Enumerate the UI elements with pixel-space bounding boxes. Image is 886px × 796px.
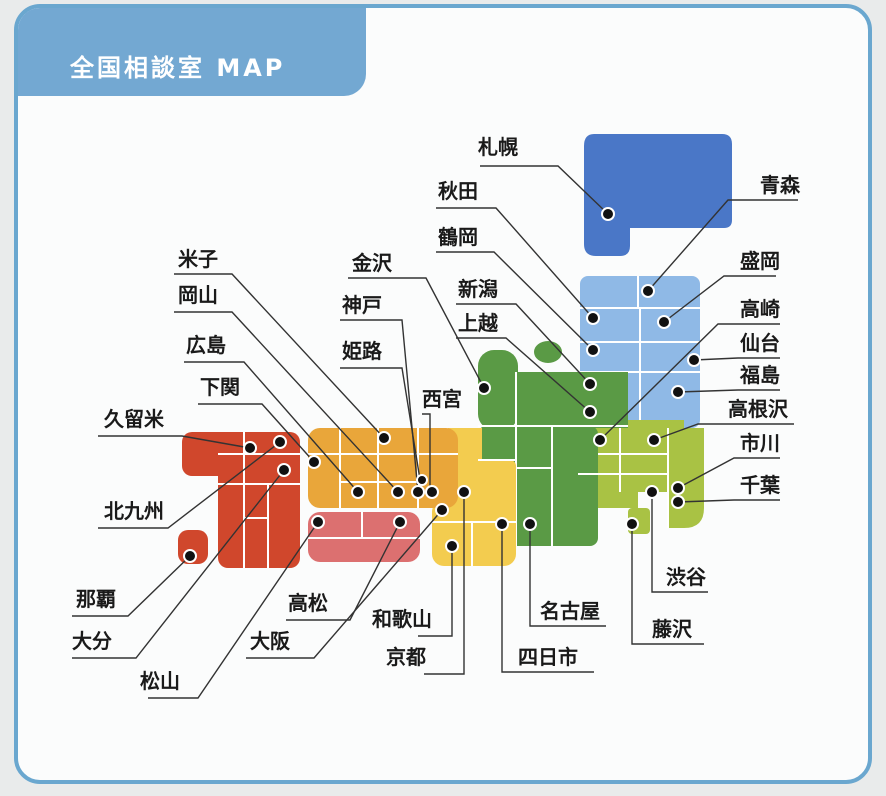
city-label-niigata: 新潟 — [458, 277, 498, 301]
city-label-aomori: 青森 — [760, 173, 801, 197]
city-label-takamatsu: 高松 — [288, 591, 328, 615]
city-label-joetsu: 上越 — [458, 311, 499, 335]
city-label-nagoya: 名古屋 — [540, 599, 600, 623]
city-label-takasaki: 高崎 — [740, 297, 780, 321]
city-label-morioka: 盛岡 — [740, 249, 780, 273]
city-label-kitakyushu: 北九州 — [104, 499, 164, 523]
page-title: 全国相談室 MAP — [70, 54, 286, 82]
title-tab: 全国相談室 MAP — [18, 8, 366, 96]
city-label-ichikawa: 市川 — [740, 431, 780, 455]
city-label-kyoto: 京都 — [386, 645, 426, 669]
city-label-fujisawa: 藤沢 — [651, 617, 693, 641]
city-label-kurume: 久留米 — [104, 407, 165, 431]
city-label-kobe: 神戸 — [342, 293, 382, 317]
map-panel: 全国相談室 MAP — [14, 4, 872, 784]
city-label-fukushima: 福島 — [739, 363, 780, 387]
city-label-yokkaichi: 四日市 — [518, 645, 578, 669]
region-chubu — [478, 341, 628, 546]
city-label-nishinomiya: 西宮 — [422, 387, 462, 411]
city-label-shimonoseki: 下関 — [200, 375, 240, 399]
city-label-naha: 那覇 — [76, 587, 116, 611]
city-label-shibuya: 渋谷 — [666, 565, 707, 589]
city-label-takanezawa: 高根沢 — [728, 397, 789, 421]
region-kyushu — [178, 432, 300, 568]
city-label-okayama: 岡山 — [178, 283, 218, 307]
city-label-yonago: 米子 — [178, 247, 218, 271]
city-label-osaka: 大阪 — [250, 629, 291, 653]
city-labels: 札幌 青森 秋田 鶴岡 盛岡 新潟 上越 高崎 仙台 福島 高根沢 市川 千葉 … — [72, 135, 801, 693]
region-hokkaido — [584, 134, 732, 256]
city-label-sendai: 仙台 — [740, 331, 780, 355]
city-label-matsuyama: 松山 — [140, 669, 180, 693]
city-label-kanazawa: 金沢 — [351, 251, 393, 275]
leader-lines — [72, 165, 798, 699]
city-label-wakayama: 和歌山 — [372, 607, 432, 631]
city-label-chiba: 千葉 — [740, 473, 781, 497]
city-label-sapporo: 札幌 — [477, 135, 518, 159]
city-label-hiroshima: 広島 — [186, 333, 226, 357]
city-label-oita: 大分 — [72, 629, 112, 653]
city-label-tsuruoka: 鶴岡 — [438, 225, 478, 249]
japan-map: 札幌 青森 秋田 鶴岡 盛岡 新潟 上越 高崎 仙台 福島 高根沢 市川 千葉 … — [72, 134, 801, 699]
location-dots — [183, 207, 701, 563]
city-label-akita: 秋田 — [438, 179, 478, 203]
region-shikoku — [308, 512, 420, 562]
city-label-himeji: 姫路 — [342, 339, 383, 363]
